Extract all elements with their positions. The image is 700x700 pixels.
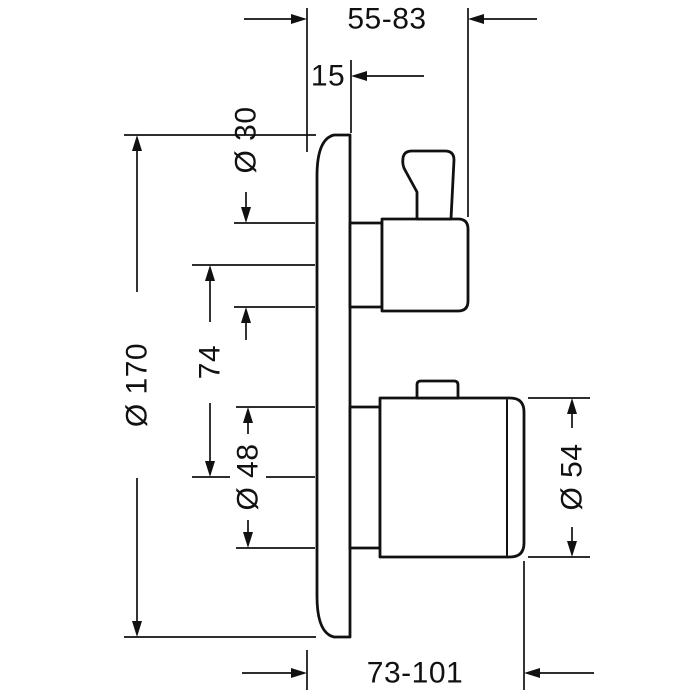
arrowhead-left [351,71,367,81]
arrowhead-left [524,668,540,678]
dimension-label-knob-diameter: Ø 54 [556,443,589,510]
dimension-handle-diameter: Ø 30 [230,106,315,340]
arrowhead-down [243,532,253,548]
dimension-center-distance: 74 [192,264,315,478]
arrowhead-down [132,621,142,637]
arrowhead-up [567,398,577,414]
knob-top-tab [415,379,460,400]
dimension-stem-diameter: Ø 48 [232,406,315,549]
dimension-label-stem-diameter: Ø 48 [232,443,265,510]
arrowhead-up [205,265,215,281]
dimension-label-depth-range: 73-101 [367,657,463,690]
top-handle-stem [348,221,384,309]
arrowhead-right [291,668,307,678]
dimension-depth-range: 73-101 [242,561,594,690]
bottom-handle-stem [348,405,382,550]
dimension-top-reach: 55-83 [244,3,537,217]
arrowhead-up [243,407,253,423]
arrowhead-down [205,461,215,477]
product-outline [315,133,526,639]
arrowhead-down [567,541,577,557]
dimension-label-center-distance: 74 [194,345,227,379]
thermostat-knob-body [378,396,526,559]
dimension-label-top-reach: 55-83 [347,3,426,36]
arrowhead-up [132,135,142,151]
arrowhead-down [241,207,251,223]
top-handle-body [380,217,470,313]
dimension-plate-diameter: Ø 170 [121,134,316,638]
dimension-label-handle-diameter: Ø 30 [230,106,263,173]
dimension-knob-diameter: Ø 54 [528,397,590,558]
dimension-label-plate-diameter: Ø 170 [121,343,154,427]
arrowhead-right [291,14,307,24]
escutcheon-plate [315,133,352,639]
arrowhead-left [468,14,484,24]
dimension-label-wall-offset: 15 [311,60,345,93]
top-handle-lever [401,149,456,221]
arrowhead-up [241,307,251,323]
dimension-wall-offset: 15 [311,60,424,133]
